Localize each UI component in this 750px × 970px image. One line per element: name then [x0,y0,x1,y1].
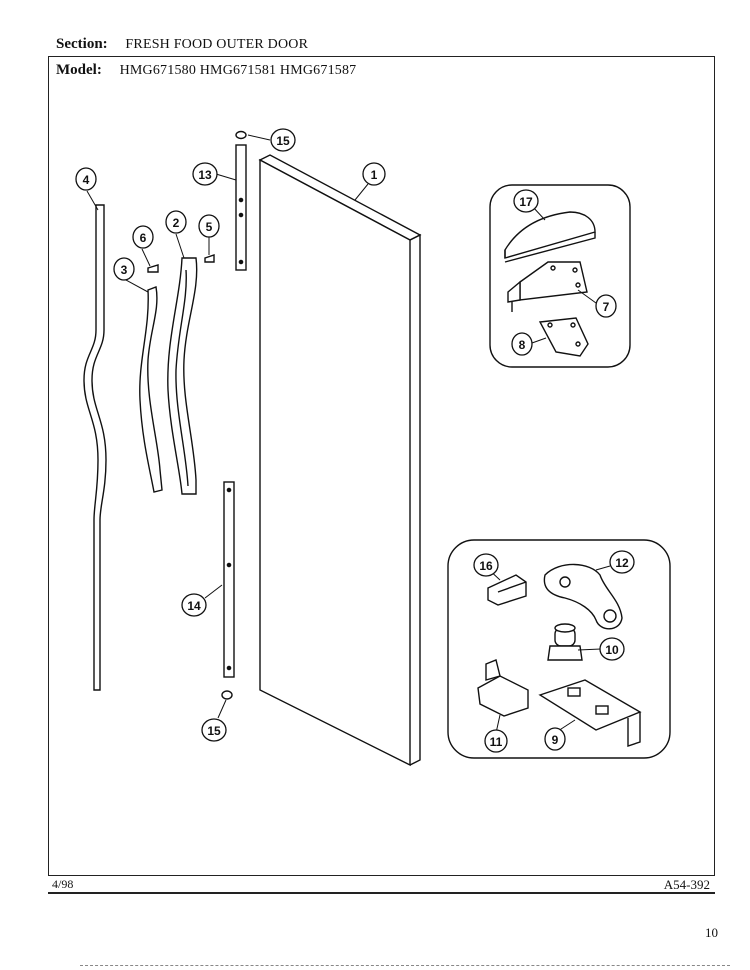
hinge-shim-8 [538,317,589,357]
callout-9: 9 [544,727,566,751]
lower-hinge-strip [223,481,235,678]
screw-6 [147,264,159,273]
callout-14: 14 [181,593,207,617]
svg-text:13: 13 [198,168,212,182]
page-number: 10 [705,925,718,940]
svg-text:5: 5 [206,220,213,234]
callout-4: 4 [75,167,97,191]
svg-text:14: 14 [187,599,201,613]
callout-7: 7 [595,294,617,318]
model-label: Model: [56,62,102,78]
footer-rule [48,892,715,894]
handle-trim [139,286,163,493]
callout-5: 5 [198,214,220,238]
svg-text:12: 12 [615,556,629,570]
callout-15-lower: 15 [201,718,227,742]
model-value: HMG671580 HMG671581 HMG671587 [119,63,357,78]
revision-date: 4/98 [52,877,74,891]
screw-5 [204,254,215,263]
bottom-rule [80,965,730,966]
svg-text:15: 15 [276,134,290,148]
hinge-cover-17 [504,211,596,263]
section-header: Section: FRESH FOOD OUTER DOOR [56,36,308,53]
svg-text:7: 7 [603,300,610,314]
callout-12: 12 [609,550,635,574]
svg-text:2: 2 [173,216,180,230]
bottom-hinge-9 [538,679,642,747]
callout-16: 16 [473,553,499,577]
diagram-frame [48,56,715,876]
hinge-block-11 [477,659,529,717]
door-handle [167,257,198,495]
callout-13: 13 [192,162,218,186]
model-header: Model: HMG671580 HMG671581 HMG671587 [56,62,356,79]
section-label: Section: [56,36,108,52]
cam-12 [543,563,623,630]
svg-text:9: 9 [552,733,559,747]
bushing-lower [221,690,233,700]
door-panel [258,154,422,767]
svg-text:6: 6 [140,231,147,245]
callout-17: 17 [513,189,539,213]
svg-text:4: 4 [83,173,90,187]
callout-2: 2 [165,210,187,234]
top-hinge-7 [507,261,588,312]
svg-text:1: 1 [371,168,378,182]
svg-text:16: 16 [479,559,493,573]
door-gasket-strip [83,204,107,691]
callout-6: 6 [132,225,154,249]
svg-text:15: 15 [207,724,221,738]
upper-hinge-strip [235,144,247,271]
callout-11: 11 [484,729,508,753]
svg-text:8: 8 [519,338,526,352]
svg-text:17: 17 [519,195,533,209]
section-value: FRESH FOOD OUTER DOOR [125,37,309,52]
hinge-pin-10 [547,623,583,661]
bracket-16 [487,574,527,606]
svg-text:11: 11 [490,735,503,749]
callout-10: 10 [599,637,625,661]
svg-text:3: 3 [121,263,128,277]
bushing-upper [235,130,247,140]
bottom-hinge-inset [447,539,671,759]
callout-3: 3 [113,257,135,281]
callout-15-upper: 15 [270,128,296,152]
callout-8: 8 [511,332,533,356]
diagram-code: A54-392 [663,877,710,892]
callout-1: 1 [362,162,386,186]
svg-text:10: 10 [605,643,619,657]
top-hinge-inset [489,184,631,368]
